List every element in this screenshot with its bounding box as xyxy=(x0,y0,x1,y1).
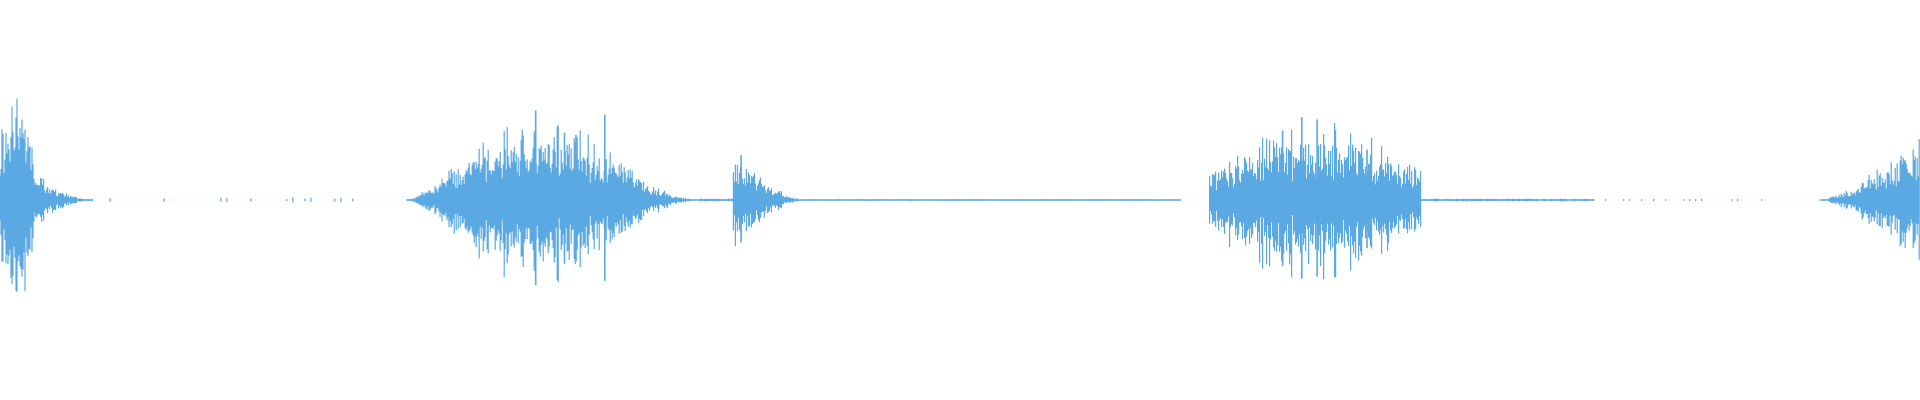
waveform-body xyxy=(0,98,1920,292)
